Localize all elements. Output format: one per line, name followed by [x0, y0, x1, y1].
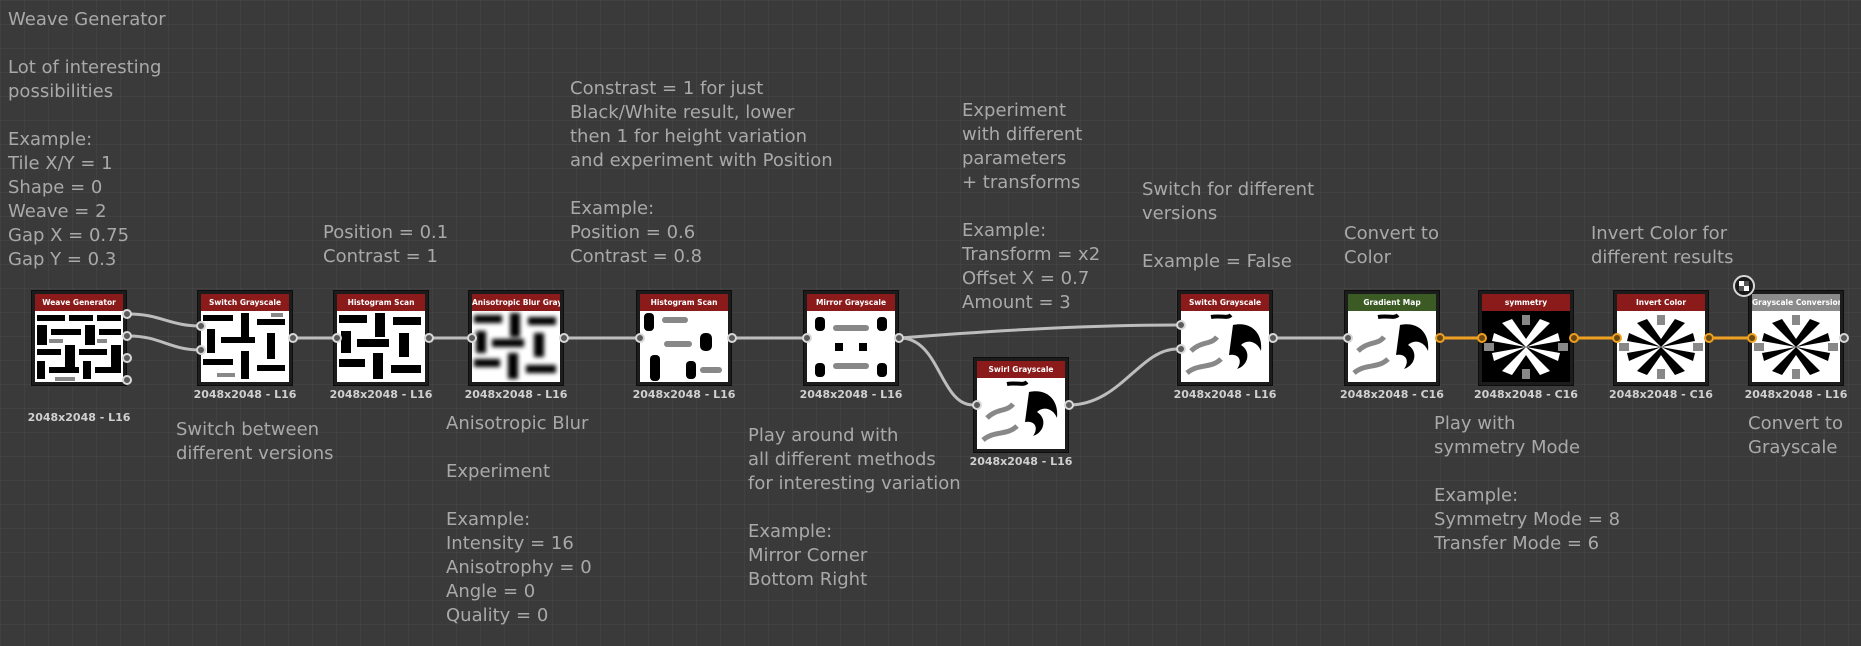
node-title: Grayscale Conversion [1752, 294, 1840, 311]
output-port[interactable] [894, 333, 904, 343]
node-thumbnail [640, 311, 728, 382]
node-thumbnail [1181, 311, 1269, 382]
comment-swirl: Experiment with different parameters + t… [962, 100, 1101, 313]
node-thumbnail [1752, 311, 1840, 382]
wire [1068, 347, 1178, 407]
node-histogram-scan-2[interactable]: Histogram Scan [636, 290, 732, 386]
comment-weave-generator: Weave Generator Lot of interesting possi… [8, 9, 166, 270]
wire [128, 334, 201, 352]
pin-icon[interactable] [1733, 275, 1755, 297]
comment-histogram-2: Constrast = 1 for just Black/White resul… [570, 78, 833, 267]
node-anisotropic-blur[interactable]: Anisotropic Blur Grays... [468, 290, 564, 386]
input-port[interactable] [467, 333, 477, 343]
node-title: Invert Color [1617, 294, 1705, 311]
comment-grayscale-conversion: Convert to Grayscale [1748, 413, 1843, 458]
node-grayscale-conversion[interactable]: Grayscale Conversion [1748, 290, 1844, 386]
node-title: Histogram Scan [640, 294, 728, 311]
node-resolution: 2048x2048 - L16 [969, 455, 1073, 468]
input-port[interactable] [1176, 344, 1186, 354]
comment-histogram-1: Position = 0.1 Contrast = 1 [323, 222, 449, 267]
node-gradient-map[interactable]: Gradient Map [1344, 290, 1440, 386]
wire [128, 312, 201, 328]
comment-invert-color: Invert Color for different results [1591, 223, 1734, 268]
input-port[interactable] [1612, 333, 1622, 343]
node-swirl-grayscale[interactable]: Swirl Grayscale [973, 357, 1069, 453]
node-resolution: 2048x2048 - C16 [1340, 388, 1444, 401]
output-port[interactable] [1569, 333, 1579, 343]
node-title: Weave Generator [35, 294, 123, 311]
node-resolution: 2048x2048 - C16 [1474, 388, 1578, 401]
node-thumbnail [201, 311, 289, 382]
node-title: Swirl Grayscale [977, 361, 1065, 378]
input-port[interactable] [196, 345, 206, 355]
node-invert-color[interactable]: Invert Color [1613, 290, 1709, 386]
node-thumbnail [977, 378, 1065, 449]
node-resolution: 2048x2048 - L16 [464, 388, 568, 401]
node-resolution: 2048x2048 - L16 [27, 411, 131, 424]
input-port[interactable] [196, 321, 206, 331]
comment-mirror: Play around with all different methods f… [748, 425, 961, 590]
node-resolution: 2048x2048 - L16 [329, 388, 433, 401]
input-port[interactable] [1477, 333, 1487, 343]
input-port[interactable] [635, 333, 645, 343]
comment-gradient-map: Convert to Color [1344, 223, 1439, 268]
output-port[interactable] [1704, 333, 1714, 343]
node-resolution: 2048x2048 - L16 [632, 388, 736, 401]
node-title: Anisotropic Blur Grays... [472, 294, 560, 311]
output-port[interactable] [1268, 333, 1278, 343]
node-weave-generator[interactable]: Weave Generator [31, 290, 127, 386]
node-thumbnail [35, 311, 123, 382]
input-port[interactable] [802, 333, 812, 343]
node-title: Histogram Scan [337, 294, 425, 311]
input-port[interactable] [332, 333, 342, 343]
output-port[interactable] [122, 375, 132, 385]
output-port[interactable] [1435, 333, 1445, 343]
output-port[interactable] [122, 353, 132, 363]
output-port[interactable] [288, 333, 298, 343]
input-port[interactable] [972, 400, 982, 410]
node-title: Mirror Grayscale [807, 294, 895, 311]
node-title: Switch Grayscale [1181, 294, 1269, 311]
input-port[interactable] [1747, 333, 1757, 343]
wire [899, 336, 974, 407]
node-resolution: 2048x2048 - L16 [1744, 388, 1848, 401]
output-port[interactable] [1064, 400, 1074, 410]
node-resolution: 2048x2048 - L16 [1173, 388, 1277, 401]
node-thumbnail [1617, 311, 1705, 382]
output-port[interactable] [559, 333, 569, 343]
comment-switch-versions: Switch between different versions [176, 419, 334, 464]
input-port[interactable] [1176, 320, 1186, 330]
node-thumbnail [337, 311, 425, 382]
node-resolution: 2048x2048 - C16 [1609, 388, 1713, 401]
output-port[interactable] [122, 309, 132, 319]
node-thumbnail [472, 311, 560, 382]
node-switch-grayscale-1[interactable]: Switch Grayscale [197, 290, 293, 386]
node-resolution: 2048x2048 - L16 [799, 388, 903, 401]
node-title: Gradient Map [1348, 294, 1436, 311]
wire [899, 323, 1178, 340]
node-resolution: 2048x2048 - L16 [193, 388, 297, 401]
output-port[interactable] [424, 333, 434, 343]
node-symmetry[interactable]: symmetry [1478, 290, 1574, 386]
output-port[interactable] [1839, 333, 1849, 343]
comment-anisotropic-blur: Anisotropic Blur Experiment Example: Int… [446, 413, 592, 626]
output-port[interactable] [727, 333, 737, 343]
node-histogram-scan-1[interactable]: Histogram Scan [333, 290, 429, 386]
node-switch-grayscale-2[interactable]: Switch Grayscale [1177, 290, 1273, 386]
node-mirror-grayscale[interactable]: Mirror Grayscale [803, 290, 899, 386]
node-thumbnail [807, 311, 895, 382]
node-thumbnail [1482, 311, 1570, 382]
comment-switch-2: Switch for different versions Example = … [1142, 179, 1315, 272]
comment-symmetry: Play with symmetry Mode Example: Symmetr… [1434, 413, 1621, 554]
input-port[interactable] [1343, 333, 1353, 343]
output-port[interactable] [122, 331, 132, 341]
node-title: Switch Grayscale [201, 294, 289, 311]
node-thumbnail [1348, 311, 1436, 382]
node-title: symmetry [1482, 294, 1570, 311]
